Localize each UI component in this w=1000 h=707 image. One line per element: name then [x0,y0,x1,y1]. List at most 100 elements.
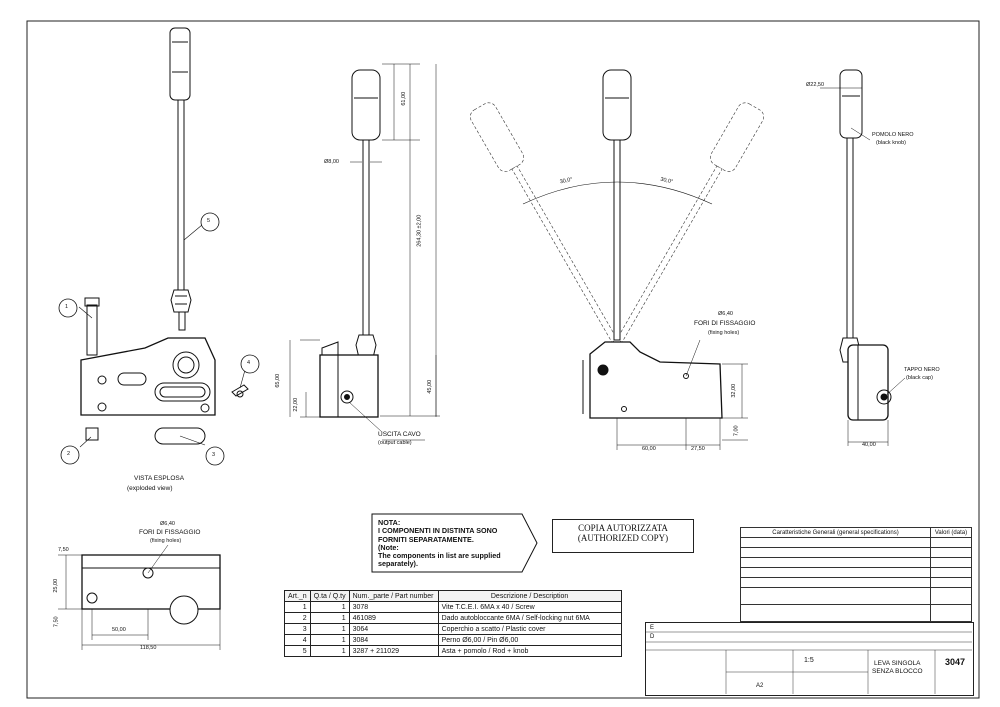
balloon-5-label: 5 [207,218,211,224]
bom-header-qty: Q.ta / Q.ty [309,590,350,602]
bom-header-part: Num._parte / Part number [348,590,439,602]
title-block-title-2: SENZA BLOCCO [872,668,923,675]
bottom-dim-11850: 118,50 [140,645,157,651]
table-row [740,537,972,548]
bom-cell: Dado autobloccante 6MA / Self-locking nu… [437,612,622,624]
bom-cell: 1 [309,634,350,646]
right-knob-label-en: (black knob) [876,140,906,146]
bottom-dim-750a: 7,50 [58,547,69,553]
exploded-view [78,27,249,448]
bom-cell: 3064 [348,623,439,635]
note-line-3: FORNITI SEPARATAMENTE. [378,534,474,544]
front-holes-dia: Ø6,40 [718,311,733,317]
balloon-1-label: 1 [65,304,69,310]
stamp-line-1: COPIA AUTORIZZATA [578,523,668,533]
bom-cell: 1 [309,623,350,635]
side-cable-label-en: (output cable) [378,440,412,446]
authorized-copy-stamp: COPIA AUTORIZZATA (AUTHORIZED COPY) [552,519,694,553]
right-cap-label: TAPPO NERO [904,367,940,373]
note-line-1: NOTA: [378,518,401,527]
side-cable-label: USCITA CAVO [378,431,421,438]
table-row [740,567,972,578]
front-dim-60: 60,00 [642,446,656,452]
front-dim-7: 7,00 [733,425,740,437]
bottom-holes-label: FORI DI FISSAGGIO [139,529,201,536]
table-row: 3 1 3064 Coperchio a scatto / Plastic co… [284,623,622,635]
right-dim-knob-dia: Ø22,50 [806,82,825,88]
right-view [820,69,906,446]
side-dim-diameter: Ø8,00 [324,159,339,165]
note-line-2: I COMPONENTI IN DISTINTA SONO [378,526,498,536]
table-row: 1 1 3078 Vite T.C.E.I. 6MA x 40 / Screw [284,601,622,613]
front-holes-label-en: (fixing holes) [708,330,740,336]
right-cap-label-en: (black cap) [906,375,933,381]
table-row: 5 1 3287 + 211029 Asta + pomolo / Rod + … [284,645,622,657]
spec-header-values: Valori (data) [930,527,972,538]
bom-header-row: Art._n Q.ta / Q.ty Num._parte / Part num… [284,590,622,602]
bom-table: Art._n Q.ta / Q.ty Num._parte / Part num… [284,590,622,657]
right-knob-label: POMOLO NERO [872,132,914,138]
title-block-code: 3047 [945,657,966,667]
table-row [740,547,972,558]
title-block-rev-d: D [650,634,655,640]
side-dim-22: 22,00 [293,397,300,412]
title-block-lines [645,631,972,694]
note-frame [371,513,538,573]
note-line-6: separately). [378,559,418,569]
table-row [740,587,972,605]
side-dim-body: 65,00 [275,373,282,388]
front-view [470,69,764,450]
table-row: 4 1 3084 Perno Ø6,00 / Pin Ø6,00 [284,634,622,646]
bom-cell: 1 [309,601,350,613]
bottom-holes-dia: Ø6,40 [160,521,175,527]
title-block-scale: 1:5 [804,657,814,664]
bottom-dim-50: 50,00 [112,627,126,633]
balloon-3-label: 3 [212,452,216,458]
note-block: NOTA: I COMPONENTI IN DISTINTA SONO FORN… [372,514,537,570]
balloon-2-label: 2 [67,451,71,457]
bom-cell: 461089 [348,612,439,624]
spec-header-row: Caratteristiche Generali (general specif… [740,527,972,538]
balloon-4-label: 4 [247,360,251,366]
spec-table: Caratteristiche Generali (general specif… [740,527,972,622]
bom-cell: 4 [284,634,311,646]
bottom-dim-25: 25,00 [53,578,60,593]
note-line-4: (Note: [378,542,399,552]
bom-cell: Asta + pomolo / Rod + knob [437,645,622,657]
note-text: NOTA: I COMPONENTI IN DISTINTA SONO FORN… [378,518,526,569]
side-dim-45: 45,00 [427,379,434,394]
bom-cell: 1 [309,645,350,657]
side-dim-overall: 264,30 ±2,00 [416,214,423,247]
bom-cell: Perno Ø6,00 / Pin Ø6,00 [437,634,622,646]
spec-header-features: Caratteristiche Generali (general specif… [740,527,931,538]
table-row [740,577,972,588]
table-row [740,557,972,568]
title-block-rev-e: E [650,625,655,631]
bom-header-art: Art._n [284,590,311,602]
side-view [289,63,440,441]
bom-cell: 3 [284,623,311,635]
table-row: 2 1 461089 Dado autobloccante 6MA / Self… [284,612,622,624]
front-dim-275: 27,50 [691,446,705,452]
title-block: E D LEVA SINGOLA SENZA BLOCCO 3047 1:5 A… [645,622,974,696]
front-dim-32: 32,00 [731,383,738,398]
bom-cell: Coperchio a scatto / Plastic cover [437,623,622,635]
front-holes-label: FORI DI FISSAGGIO [694,320,756,327]
title-block-format: A2 [756,683,764,689]
bottom-dim-750b: 7,50 [53,616,60,628]
exploded-view-subtitle: (exploded view) [127,485,173,492]
table-row [740,604,972,622]
exploded-view-title: VISTA ESPLOSA [134,475,185,482]
bom-cell: 3078 [348,601,439,613]
bom-cell: 3287 + 211029 [348,645,439,657]
balloons [58,212,260,466]
right-dim-40: 40,00 [862,442,876,448]
title-block-title-1: LEVA SINGOLA [874,660,921,667]
bottom-view [58,544,221,650]
side-dim-knob: 61,00 [401,91,408,106]
bom-cell: 3084 [348,634,439,646]
bom-header-desc: Descrizione / Description [437,590,622,602]
bom-cell: 5 [284,645,311,657]
bom-cell: 1 [284,601,311,613]
